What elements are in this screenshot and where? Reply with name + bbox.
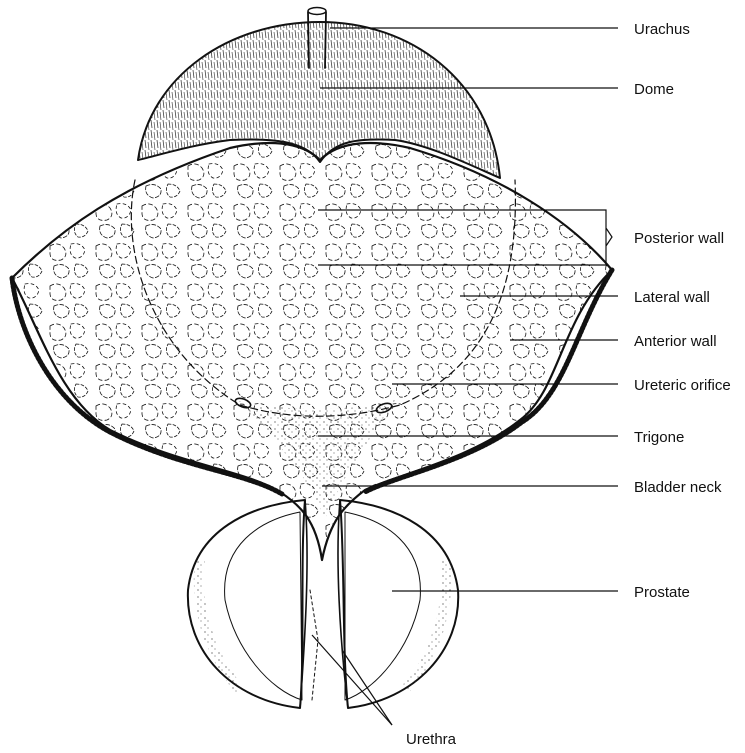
label-prostate: Prostate bbox=[634, 584, 690, 601]
leader-urethra-left bbox=[312, 635, 392, 725]
label-bladder-neck: Bladder neck bbox=[634, 479, 722, 496]
label-lateral-wall: Lateral wall bbox=[634, 289, 710, 306]
bladder-body bbox=[12, 143, 612, 560]
label-posterior-wall: Posterior wall bbox=[634, 230, 724, 247]
label-urachus: Urachus bbox=[634, 21, 690, 38]
leader-urethra-right bbox=[342, 650, 392, 725]
label-anterior-wall: Anterior wall bbox=[634, 333, 717, 350]
label-urethra: Urethra bbox=[406, 731, 457, 748]
label-dome: Dome bbox=[634, 81, 674, 98]
label-trigone: Trigone bbox=[634, 429, 684, 446]
label-ureteric-orifice: Ureteric orifice bbox=[634, 377, 731, 394]
